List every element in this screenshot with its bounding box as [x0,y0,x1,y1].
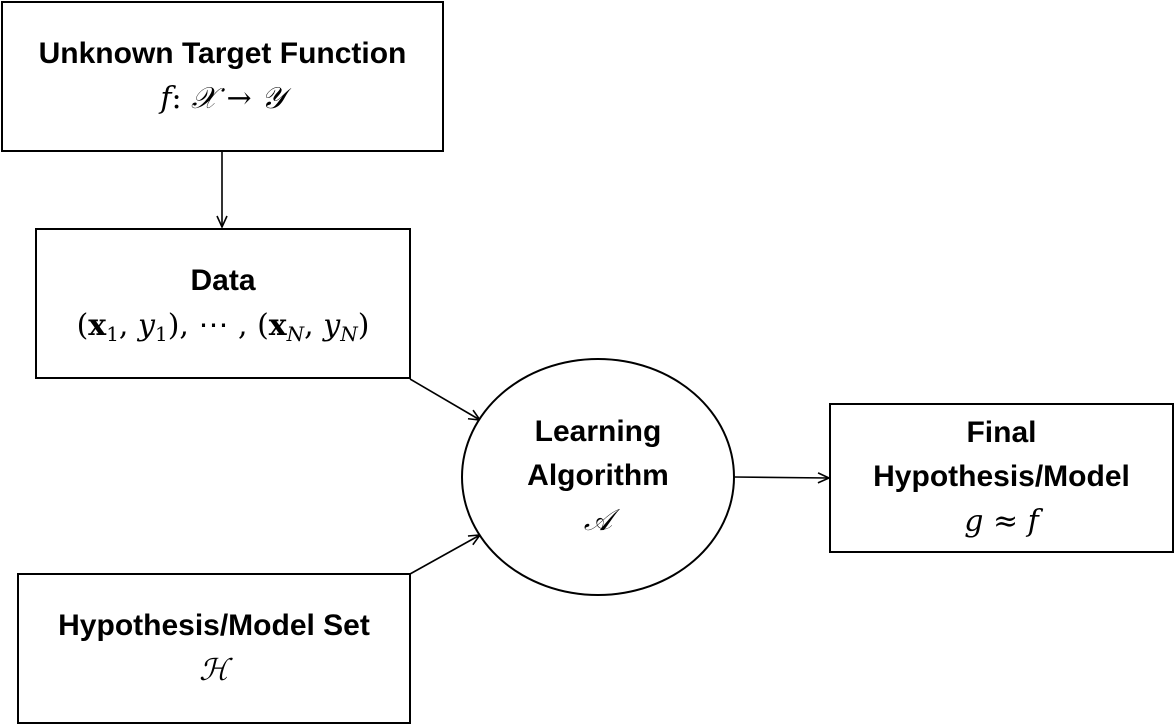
target-function-formula: f: 𝒳 → 𝒴 [160,80,285,116]
arrow-data-to-algorithm [409,378,482,421]
hypothesis-set-symbol: ℋ [199,652,229,688]
final-hypothesis-box: Final Hypothesis/Model g ≈ f [829,403,1174,553]
final-hypothesis-title-line1: Final [966,416,1037,449]
learning-algorithm-node: Learning Algorithm 𝒜 [461,358,735,596]
target-function-box: Unknown Target Function f: 𝒳 → 𝒴 [1,1,444,152]
data-title: Data [190,263,256,297]
arrow-algorithm-to-final [733,472,831,484]
data-formula: (x1, y1), ⋯ , (xN, yN) [76,307,370,346]
data-box: Data (x1, y1), ⋯ , (xN, yN) [35,228,411,379]
learning-algorithm-symbol: 𝒜 [583,503,613,538]
final-hypothesis-title-line2: Hypothesis/Model [873,460,1130,493]
hypothesis-set-title: Hypothesis/Model Set [58,608,370,642]
hypothesis-set-box: Hypothesis/Model Set ℋ [17,573,411,724]
learning-algorithm-title-line1: Learning [534,415,662,448]
target-function-title: Unknown Target Function [38,36,407,70]
learning-algorithm-title-line2: Algorithm [527,459,669,492]
final-hypothesis-formula: g ≈ f [964,504,1039,539]
arrow-hypothesis-set-to-algorithm [409,534,482,575]
